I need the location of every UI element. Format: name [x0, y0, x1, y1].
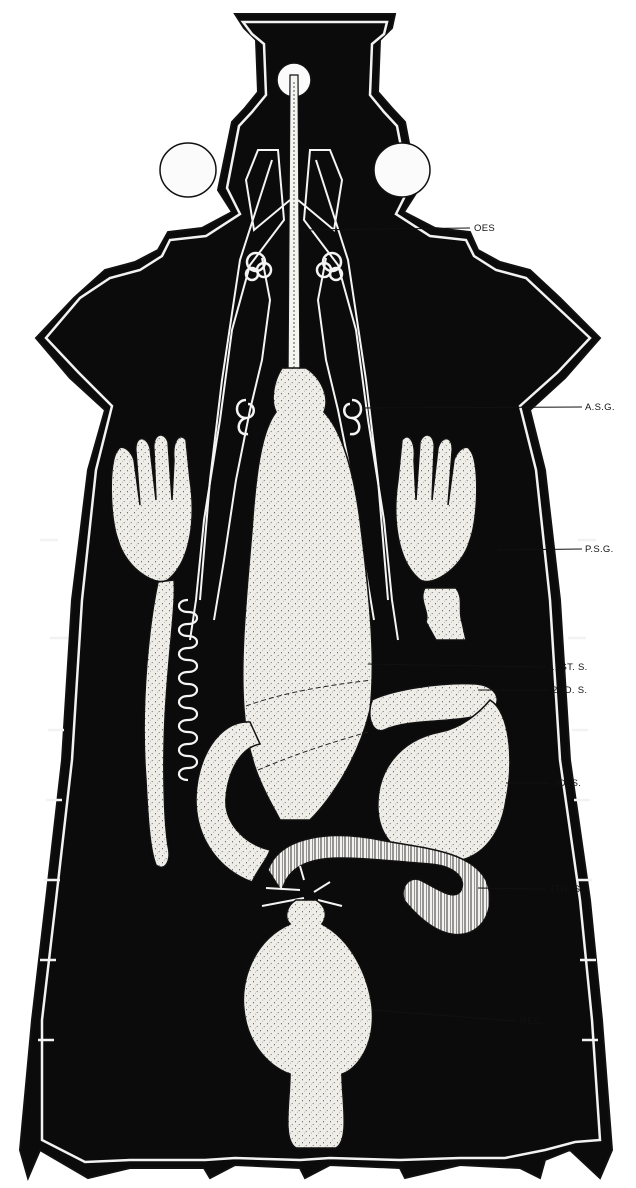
right-eye	[374, 143, 430, 197]
label-first-stomach: 1, ST. S.	[549, 662, 588, 673]
left-eye	[160, 143, 216, 197]
label-fourth-stomach: 4TH. S.	[549, 884, 583, 895]
label-oes: OES	[474, 223, 495, 234]
label-asg: A.S.G.	[585, 402, 615, 413]
label-rectum: REC.	[520, 1016, 544, 1027]
label-third-stomach: 3D. S.	[553, 778, 581, 789]
label-second-stomach: 2ND. S.	[552, 685, 587, 696]
label-psg: P.S.G.	[585, 544, 614, 555]
